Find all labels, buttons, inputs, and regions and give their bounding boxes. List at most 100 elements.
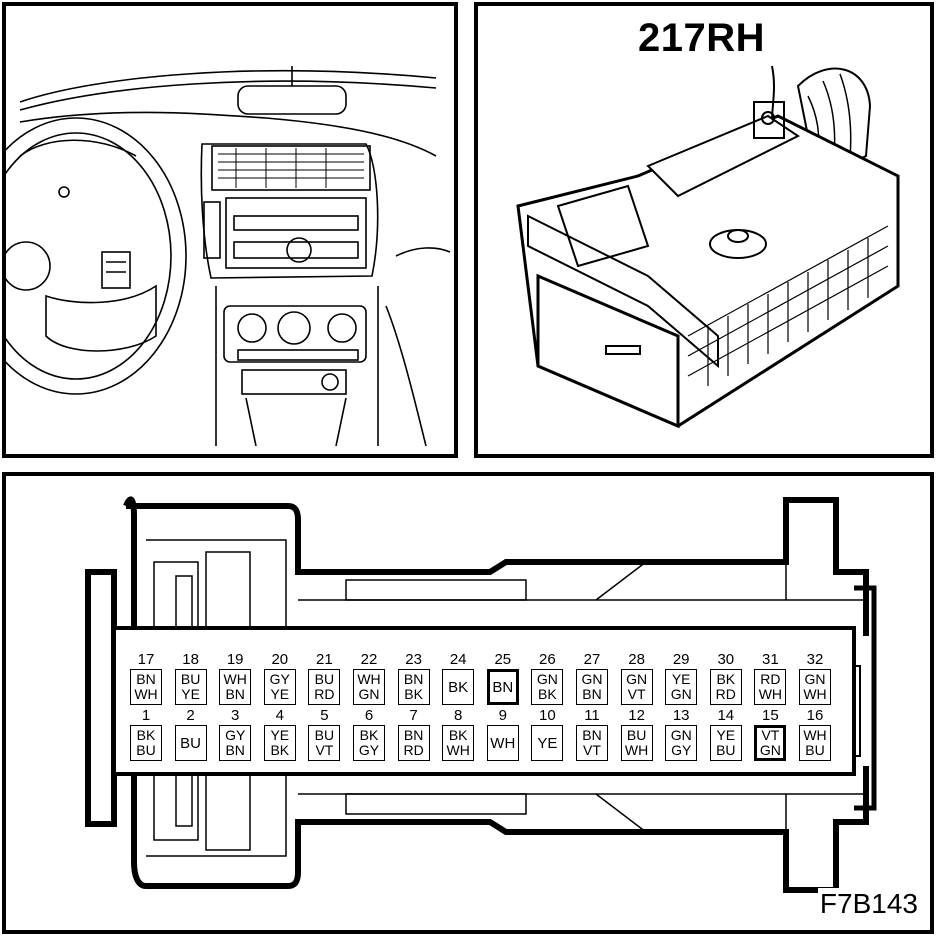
pin-number: 7	[409, 707, 418, 724]
wire-color-code: RD	[760, 671, 781, 687]
figure-code: F7B143	[817, 888, 920, 920]
wire-color-code: YE	[270, 727, 290, 743]
wire-color-code: BK	[716, 671, 736, 687]
wire-color-code: BN	[403, 671, 424, 687]
pin-number: 14	[717, 707, 735, 724]
pin-number: 9	[498, 707, 507, 724]
wire-color-code: BN	[225, 742, 245, 758]
pin-number: 21	[316, 651, 333, 668]
pin-number: 10	[539, 707, 556, 724]
connector-label: 217RH	[638, 16, 766, 60]
wire-color-code: WH	[624, 742, 649, 758]
wire-color-code: BK	[359, 727, 379, 743]
pin-number: 24	[449, 651, 467, 668]
wire-color-code: YE	[270, 686, 290, 702]
pin-number: 1	[141, 707, 151, 724]
wire-color-code: BU	[716, 742, 736, 758]
pin-number: 12	[628, 707, 645, 724]
wire-color-code: RD	[715, 686, 736, 702]
pin-number: 27	[583, 651, 601, 668]
wire-color-code: YE	[181, 686, 200, 702]
dashboard-illustration	[6, 66, 451, 447]
wire-color-code: WH	[357, 671, 381, 687]
wire-color-code: WH	[490, 734, 516, 752]
pin-number: 19	[226, 651, 244, 668]
wire-color-code: GN	[804, 671, 826, 687]
wire-color-code: WH	[223, 671, 247, 687]
wire-color-code: BN	[136, 671, 156, 687]
pin-wire-color-box: YE	[531, 725, 564, 761]
pin-number: 3	[231, 707, 240, 724]
wire-color-code: BN	[492, 678, 514, 696]
pin-number: 17	[137, 651, 155, 668]
wire-color-code: GN	[670, 686, 692, 702]
pin-number: 15	[762, 707, 779, 724]
pin-number: 25	[494, 651, 512, 668]
pin-number: 6	[364, 707, 374, 724]
wire-color-code: BN	[403, 727, 424, 743]
pin-wire-color-box: BN	[486, 669, 519, 705]
pin-wire-color-box: BK	[442, 669, 475, 705]
wire-color-code: GN	[759, 742, 781, 758]
wire-color-code: GN	[626, 671, 648, 687]
wire-color-code: BK	[404, 686, 423, 702]
wire-color-code: BU	[626, 727, 647, 743]
wire-color-code: RD	[403, 742, 424, 758]
wire-color-code: GN	[358, 686, 380, 702]
pin-wire-color-box: BU	[174, 725, 207, 761]
wire-color-code: BU	[180, 671, 201, 687]
wire-color-code: BK	[448, 727, 468, 743]
connector-illustration	[516, 65, 900, 429]
pin-number: 23	[405, 651, 422, 668]
wire-color-code: WH	[803, 686, 827, 702]
pin-number: 30	[717, 651, 735, 668]
pin-number: 2	[186, 707, 195, 724]
wire-color-code: WH	[803, 727, 827, 743]
wire-color-code: WH	[758, 686, 783, 702]
pin-number: 16	[806, 707, 824, 724]
wire-color-code: BU	[180, 734, 202, 752]
wire-color-code: BK	[538, 686, 557, 702]
